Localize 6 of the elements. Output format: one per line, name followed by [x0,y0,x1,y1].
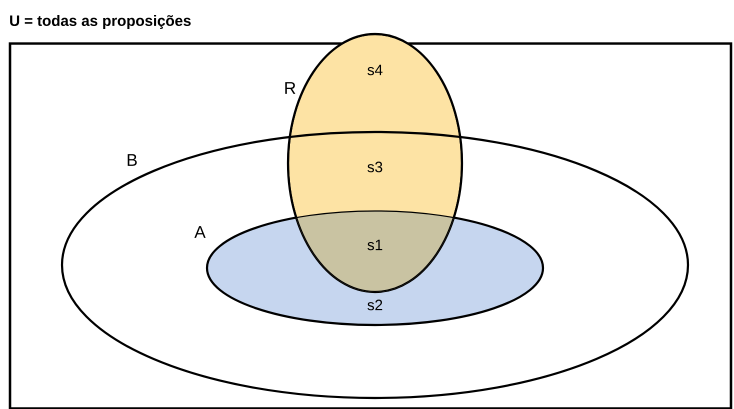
node-label: A [194,226,206,238]
region-label: s2 [368,300,382,310]
region-label: s1 [368,240,382,250]
region-label: s3 [368,162,382,172]
region-label: s4 [368,64,382,76]
node-label: U = todas as proposições [10,15,191,29]
